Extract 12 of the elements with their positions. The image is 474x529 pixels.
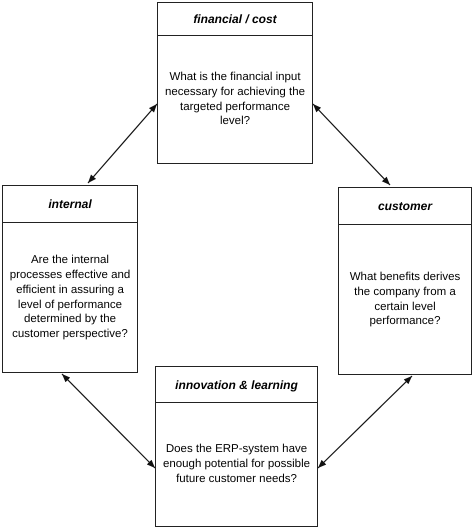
text-box: What is the financial input necessary for achieving the targeted performance level? — [157, 36, 313, 164]
text-box: What benefits derives the company from a certain level performance? — [338, 225, 472, 375]
heading-box: internal — [2, 185, 138, 223]
double-arrow — [88, 104, 158, 184]
double-arrow — [312, 104, 390, 186]
heading-box: financial / cost — [157, 2, 313, 36]
heading-box: customer — [338, 187, 472, 225]
double-arrow — [318, 376, 412, 468]
text-box: Are the internal processes effective and efficient in assuring a level of performance determined by the customer perspective? — [2, 223, 138, 373]
text-box: Does the ERP-system have enough potential for possible future customer needs? — [155, 403, 318, 527]
heading-box: innovation & learning — [155, 366, 318, 403]
double-arrow — [62, 374, 156, 468]
